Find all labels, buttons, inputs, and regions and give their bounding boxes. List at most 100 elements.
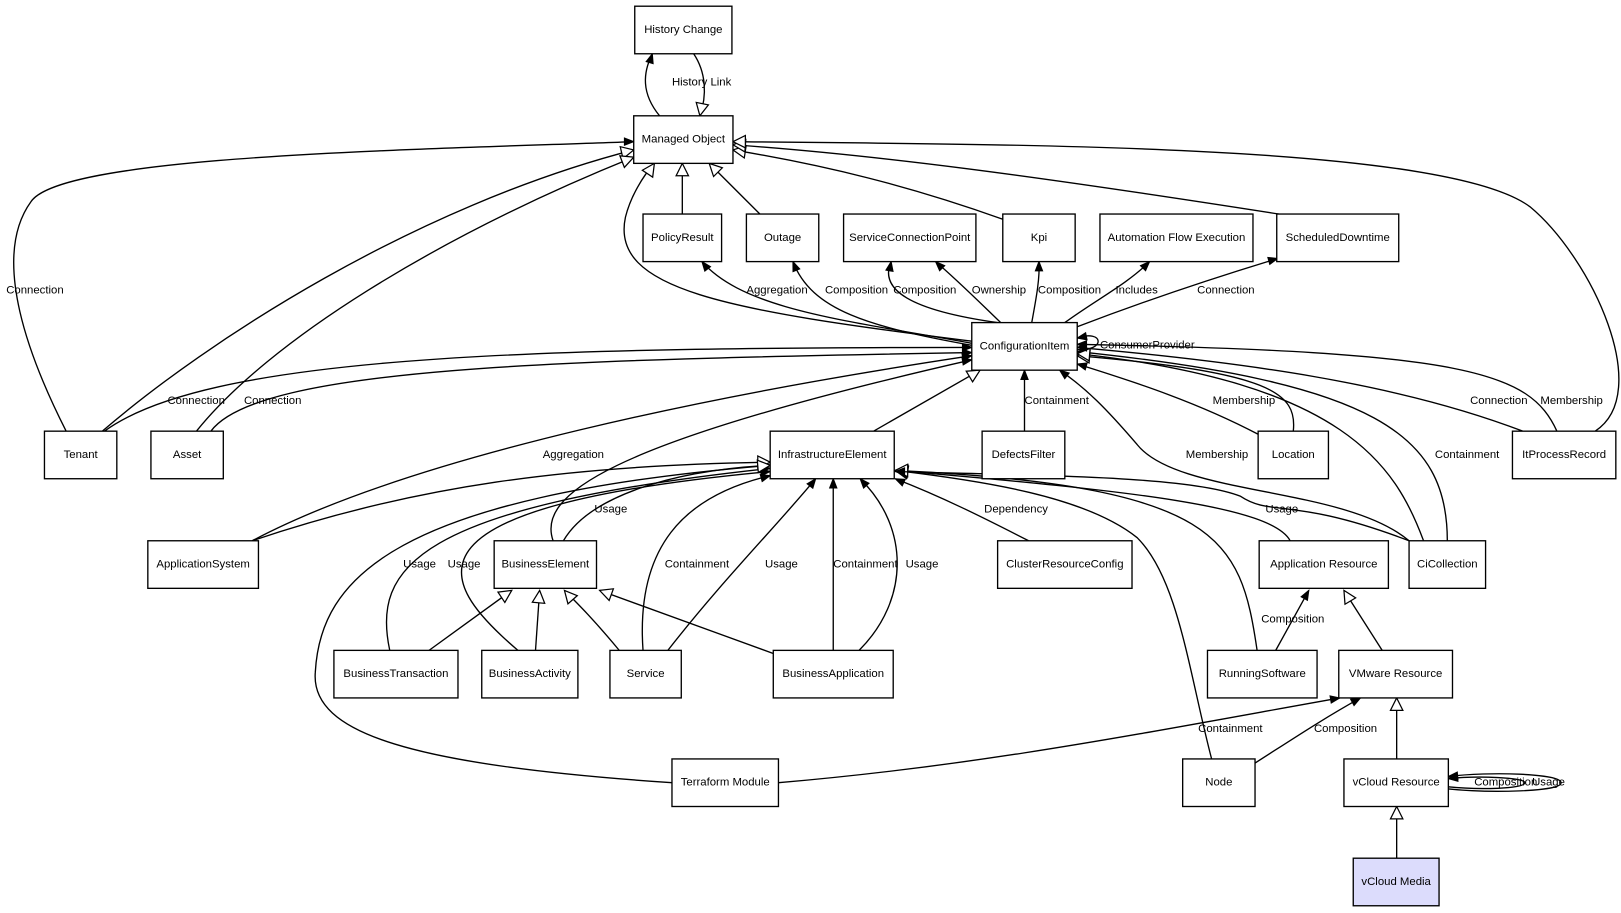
node-box[interactable] [1257, 430, 1330, 480]
node-asset[interactable]: Asset [150, 430, 224, 480]
association-arrow-icon [1139, 260, 1151, 272]
node-running-software[interactable]: RunningSoftware [1206, 649, 1318, 699]
node-managed-object[interactable]: Managed Object [633, 115, 734, 165]
node-cluster-resource-config[interactable]: ClusterResourceConfig [996, 540, 1133, 590]
edge-clusterresourceconfig-to-infrastructureelement [893, 478, 1029, 542]
node-box[interactable] [1206, 649, 1318, 699]
node-business-application[interactable]: BusinessApplication [772, 649, 894, 699]
node-defects-filter[interactable]: DefectsFilter [981, 430, 1066, 480]
edge-line [550, 359, 972, 541]
node-it-process-record[interactable]: ItProcessRecord [1511, 430, 1617, 480]
node-label: Outage [764, 232, 801, 244]
node-label: Service [627, 668, 665, 680]
edge-businessapplication-to-infrastructureelement [858, 477, 898, 651]
node-box[interactable] [642, 213, 723, 263]
node-box[interactable] [1408, 540, 1487, 590]
edge-line [210, 351, 972, 432]
node-service[interactable]: Service [609, 649, 682, 699]
node-policy-result[interactable]: PolicyResult [642, 213, 723, 263]
edge-line [701, 261, 972, 344]
edge-location-to-configurationitem [1075, 362, 1259, 435]
node-application-resource[interactable]: Application Resource [1258, 540, 1390, 590]
node-ci-collection[interactable]: CiCollection [1408, 540, 1487, 590]
node-box[interactable] [1258, 540, 1390, 590]
node-box[interactable] [150, 430, 224, 480]
inheritance-arrow-icon [675, 161, 690, 177]
edge-label: ConsumerProvider [1100, 339, 1195, 351]
node-box[interactable] [671, 758, 780, 808]
node-box[interactable] [43, 430, 118, 480]
edge-configurationitem-to-serviceconnectionpoint [934, 260, 1002, 324]
edge-label: Usage [403, 559, 436, 571]
node-label: BusinessElement [501, 559, 590, 571]
node-box[interactable] [772, 649, 894, 699]
node-box[interactable] [147, 540, 260, 590]
node-terraform-module[interactable]: Terraform Module [671, 758, 780, 808]
node-label: ApplicationSystem [156, 559, 249, 571]
node-application-system[interactable]: ApplicationSystem [147, 540, 260, 590]
association-arrow-icon [1349, 697, 1362, 707]
association-arrow-icon [1020, 368, 1029, 380]
edge-line [895, 478, 1029, 542]
edge-configurationitem-to-automationflowexecution [1064, 260, 1151, 324]
edge-terraformmodule-to-infrastructureelement [314, 459, 772, 784]
node-box[interactable] [745, 213, 820, 263]
node-box[interactable] [1338, 649, 1454, 699]
node-scheduled-downtime[interactable]: ScheduledDowntime [1276, 213, 1400, 263]
node-v-cloud-media[interactable]: vCloud Media [1352, 857, 1440, 907]
node-vmware-resource[interactable]: VMware Resource [1338, 649, 1454, 699]
node-history-change[interactable]: History Change [634, 5, 733, 55]
node-box[interactable] [1343, 758, 1450, 808]
node-box[interactable] [1352, 857, 1440, 907]
node-box[interactable] [1511, 430, 1617, 480]
node-infrastructure-element[interactable]: InfrastructureElement [769, 430, 895, 480]
node-box[interactable] [1276, 213, 1400, 263]
node-configuration-item[interactable]: ConfigurationItem [971, 321, 1078, 371]
edge-node-to-vmwareresource [1254, 697, 1362, 764]
edge-line [1275, 590, 1310, 651]
node-box[interactable] [1099, 213, 1254, 263]
node-box[interactable] [609, 649, 682, 699]
node-business-activity[interactable]: BusinessActivity [481, 649, 579, 699]
node-outage[interactable]: Outage [745, 213, 820, 263]
node-node[interactable]: Node [1181, 758, 1256, 808]
edge-configurationitem-to-scheduleddowntime [1076, 256, 1280, 328]
node-box[interactable] [981, 430, 1066, 480]
node-service-connection-point[interactable]: ServiceConnectionPoint [842, 213, 977, 263]
edge-label: Composition [1314, 723, 1377, 735]
node-box[interactable] [1181, 758, 1256, 808]
node-kpi[interactable]: Kpi [1002, 213, 1076, 263]
edge-label: Usage [1532, 777, 1565, 789]
edge-managedobject-to-historychange [644, 52, 661, 117]
node-v-cloud-resource[interactable]: vCloud Resource [1343, 758, 1450, 808]
node-box[interactable] [1002, 213, 1076, 263]
node-box[interactable] [493, 540, 598, 590]
node-tenant[interactable]: Tenant [43, 430, 118, 480]
edge-line [1448, 776, 1526, 790]
node-box[interactable] [333, 649, 459, 699]
edge-line [895, 469, 1291, 542]
node-location[interactable]: Location [1257, 430, 1330, 480]
edge-line [1254, 697, 1361, 764]
edge-label: Composition [1474, 777, 1537, 789]
node-box[interactable] [633, 115, 734, 165]
node-business-element[interactable]: BusinessElement [493, 540, 598, 590]
edge-businesselement-to-configurationitem [550, 357, 974, 541]
node-label: Node [1205, 777, 1232, 789]
node-box[interactable] [842, 213, 977, 263]
edge-terraformmodule-to-vmwareresource [778, 695, 1342, 784]
association-arrow-icon [701, 260, 712, 273]
edge-businesstransaction-to-businesselement [428, 589, 513, 651]
node-business-transaction[interactable]: BusinessTransaction [333, 649, 459, 699]
node-box[interactable] [481, 649, 579, 699]
node-box[interactable] [971, 321, 1078, 371]
node-box[interactable] [634, 5, 733, 55]
node-automation-flow-execution[interactable]: Automation Flow Execution [1099, 213, 1254, 263]
edge-itprocessrecord-to-configurationitem [1075, 339, 1558, 432]
association-arrow-icon [893, 467, 906, 476]
node-box[interactable] [996, 540, 1133, 590]
edge-service-to-infrastructureelement [641, 473, 772, 651]
node-box[interactable] [769, 430, 895, 480]
edge-label: Containment [665, 559, 730, 571]
edge-vcloudresource-to-vmwareresource [1389, 696, 1404, 759]
